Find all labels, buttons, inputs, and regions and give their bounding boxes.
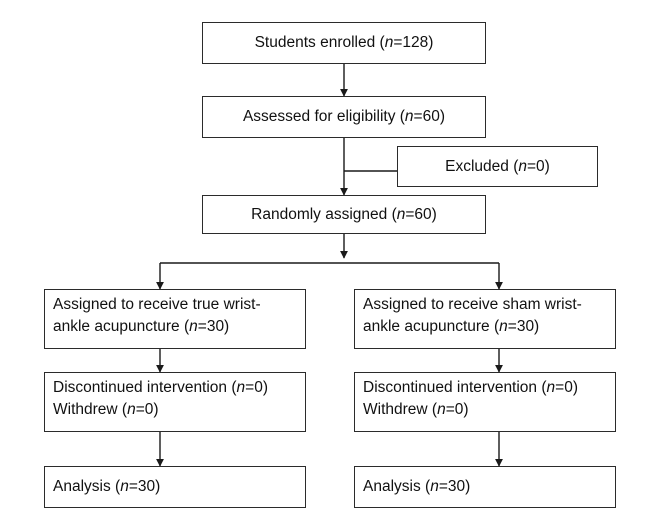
right-analysis-text: Analysis (n=30)	[363, 478, 471, 495]
students-enrolled-text: Students enrolled (n=128)	[254, 34, 434, 51]
left-assigned-box: Assigned to receive true wrist- ankle ac…	[44, 289, 306, 349]
left-discontinued-line: Discontinued intervention (n=0)	[53, 379, 268, 396]
excluded-box: Excluded (n=0)	[397, 146, 598, 187]
right-discontinued-box: Discontinued intervention (n=0) Withdrew…	[354, 372, 616, 432]
left-analysis-box: Analysis (n=30)	[44, 466, 306, 508]
right-withdrew-line: Withdrew (n=0)	[363, 401, 469, 418]
left-discontinued-box: Discontinued intervention (n=0) Withdrew…	[44, 372, 306, 432]
right-analysis-box: Analysis (n=30)	[354, 466, 616, 508]
right-assigned-line2: ankle acupuncture (n=30)	[363, 318, 540, 335]
eligibility-box: Assessed for eligibility (n=60)	[202, 96, 486, 138]
right-discontinued-line: Discontinued intervention (n=0)	[363, 379, 578, 396]
left-analysis-text: Analysis (n=30)	[53, 478, 161, 495]
left-assigned-line2: ankle acupuncture (n=30)	[53, 318, 230, 335]
right-assigned-line1: Assigned to receive sham wrist-	[363, 296, 582, 313]
right-assigned-box: Assigned to receive sham wrist- ankle ac…	[354, 289, 616, 349]
randomized-text: Randomly assigned (n=60)	[251, 205, 437, 223]
left-assigned-line1: Assigned to receive true wrist-	[53, 296, 261, 313]
eligibility-text: Assessed for eligibility (n=60)	[242, 108, 446, 125]
students-enrolled-box: Students enrolled (n=128)	[202, 22, 486, 64]
randomized-box: Randomly assigned (n=60)	[202, 195, 486, 234]
left-withdrew-line: Withdrew (n=0)	[53, 401, 159, 418]
excluded-text: Excluded (n=0)	[445, 157, 550, 175]
